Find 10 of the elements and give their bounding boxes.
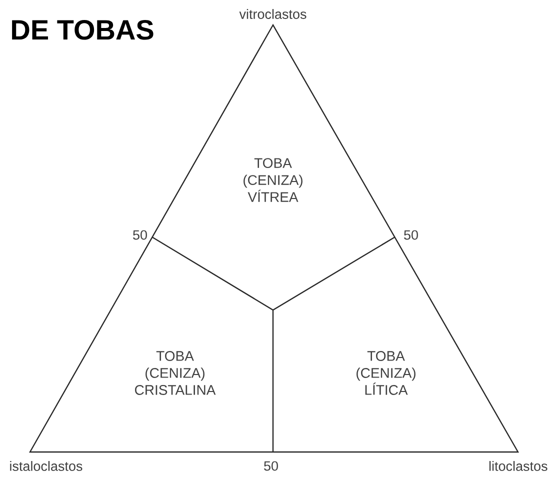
- tick-label: 50: [133, 230, 147, 240]
- field-label: TOBA (CENIZA) CRISTALINA: [135, 351, 216, 395]
- vertex-label: litoclastos: [489, 461, 548, 471]
- title: DE TOBAS: [12, 20, 154, 40]
- tick-label: 50: [404, 230, 418, 240]
- field-label: TOBA (CENIZA) VÍTREA: [244, 158, 302, 202]
- field-label: TOBA (CENIZA) LÍTICA: [356, 351, 416, 395]
- vertex-label: istaloclastos: [10, 461, 82, 471]
- vertex-label: vitroclastos: [239, 9, 306, 19]
- tick-label: 50: [264, 461, 278, 471]
